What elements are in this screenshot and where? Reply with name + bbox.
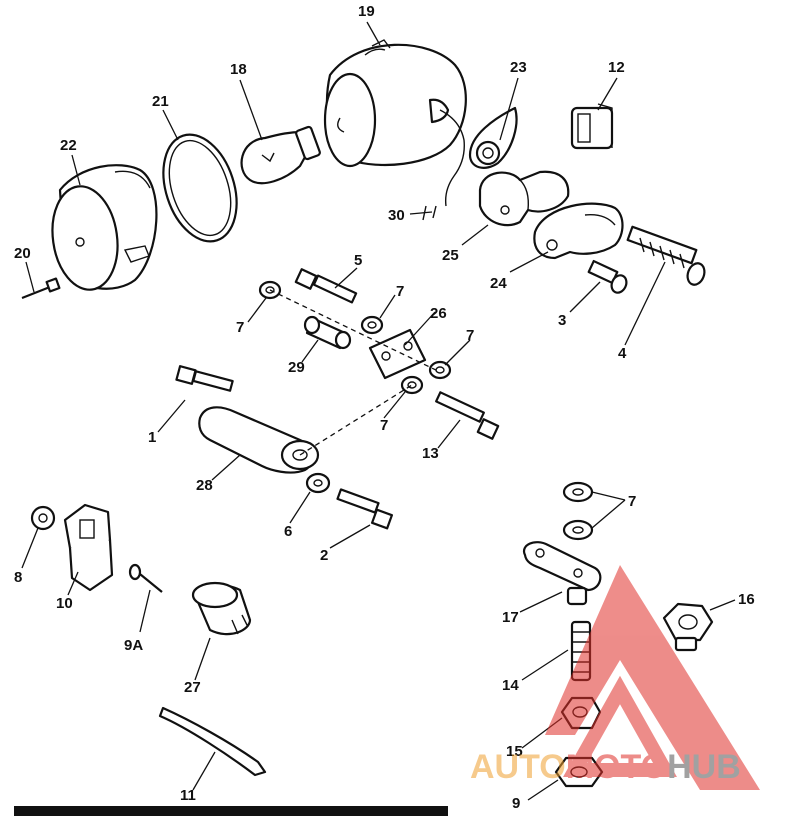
logo-triangle-icon: [545, 565, 760, 790]
terminal-bracket: [522, 541, 602, 606]
logo-text-hub: HUB: [667, 748, 741, 786]
bolt-2: [336, 488, 394, 530]
logo-text-auto: AUTO: [470, 748, 566, 786]
label-2: 2: [320, 547, 328, 564]
label-12: 12: [608, 59, 625, 76]
bulb: [240, 125, 321, 185]
lamp-lens-cap: [51, 164, 158, 291]
label-7-c: 7: [466, 327, 474, 344]
bolt-5: [294, 268, 358, 304]
flasher-unit: [191, 581, 252, 636]
label-9a: 9A: [124, 637, 143, 654]
label-7-d: 7: [380, 417, 388, 434]
label-8: 8: [14, 569, 22, 586]
logo-text-moto: MOTO: [566, 748, 667, 786]
label-28: 28: [196, 477, 213, 494]
label-4: 4: [618, 345, 627, 362]
label-21: 21: [152, 93, 169, 110]
label-9: 9: [512, 795, 520, 812]
screw-3: [587, 259, 628, 294]
label-1: 1: [148, 429, 156, 446]
bottom-bar: [14, 806, 448, 816]
label-5: 5: [354, 252, 362, 269]
label-7-e: 7: [628, 493, 636, 510]
label-17: 17: [502, 609, 519, 626]
leader-lines: [21, 21, 736, 801]
cable-strap: [158, 706, 267, 777]
svg-text:AUTOMOTOHUB: AUTOMOTOHUB: [470, 748, 741, 786]
pin-9a: [128, 563, 163, 593]
assembly-lines: [269, 289, 441, 456]
clip: [570, 103, 614, 150]
label-7-b: 7: [236, 319, 244, 336]
label-20: 20: [14, 245, 31, 262]
clamp-lower: [533, 202, 624, 260]
label-27: 27: [184, 679, 201, 696]
watermark-logo: AUTOMOTOHUB: [470, 565, 760, 790]
label-22: 22: [60, 137, 77, 154]
label-15: 15: [506, 743, 523, 760]
nut-16: [662, 602, 714, 652]
label-26: 26: [430, 305, 447, 322]
washer-6: [305, 472, 331, 494]
label-10: 10: [56, 595, 73, 612]
bolt-1: [175, 365, 234, 392]
label-30: 30: [388, 207, 405, 224]
label-14: 14: [502, 677, 519, 694]
label-11: 11: [180, 787, 196, 804]
arm-bracket: [198, 406, 320, 474]
label-3: 3: [558, 312, 566, 329]
spacer: [303, 315, 352, 350]
part-labels: 19 18 21 22 23 12 30 25 24 20 5 7 7 26 3…: [14, 3, 755, 812]
label-29: 29: [288, 359, 305, 376]
star-washer: [30, 505, 56, 531]
logo-inner-triangle-icon: [563, 675, 677, 777]
label-25: 25: [442, 247, 459, 264]
label-18: 18: [230, 61, 247, 78]
grommet: [468, 106, 518, 169]
lamp-housing: [323, 39, 467, 221]
label-13: 13: [422, 445, 439, 462]
bolt-13: [435, 391, 500, 440]
clamp-upper: [478, 170, 570, 227]
label-23: 23: [510, 59, 527, 76]
label-16: 16: [738, 591, 755, 608]
screw-20: [21, 277, 61, 300]
long-bolt: [626, 225, 706, 286]
lock-washers: [562, 481, 594, 541]
mount-plate: [368, 328, 427, 380]
label-19: 19: [358, 3, 375, 20]
label-7-a: 7: [396, 283, 404, 300]
gasket-ring: [162, 133, 238, 243]
label-6: 6: [284, 523, 292, 540]
label-24: 24: [490, 275, 507, 292]
flasher-bracket: [63, 503, 114, 592]
